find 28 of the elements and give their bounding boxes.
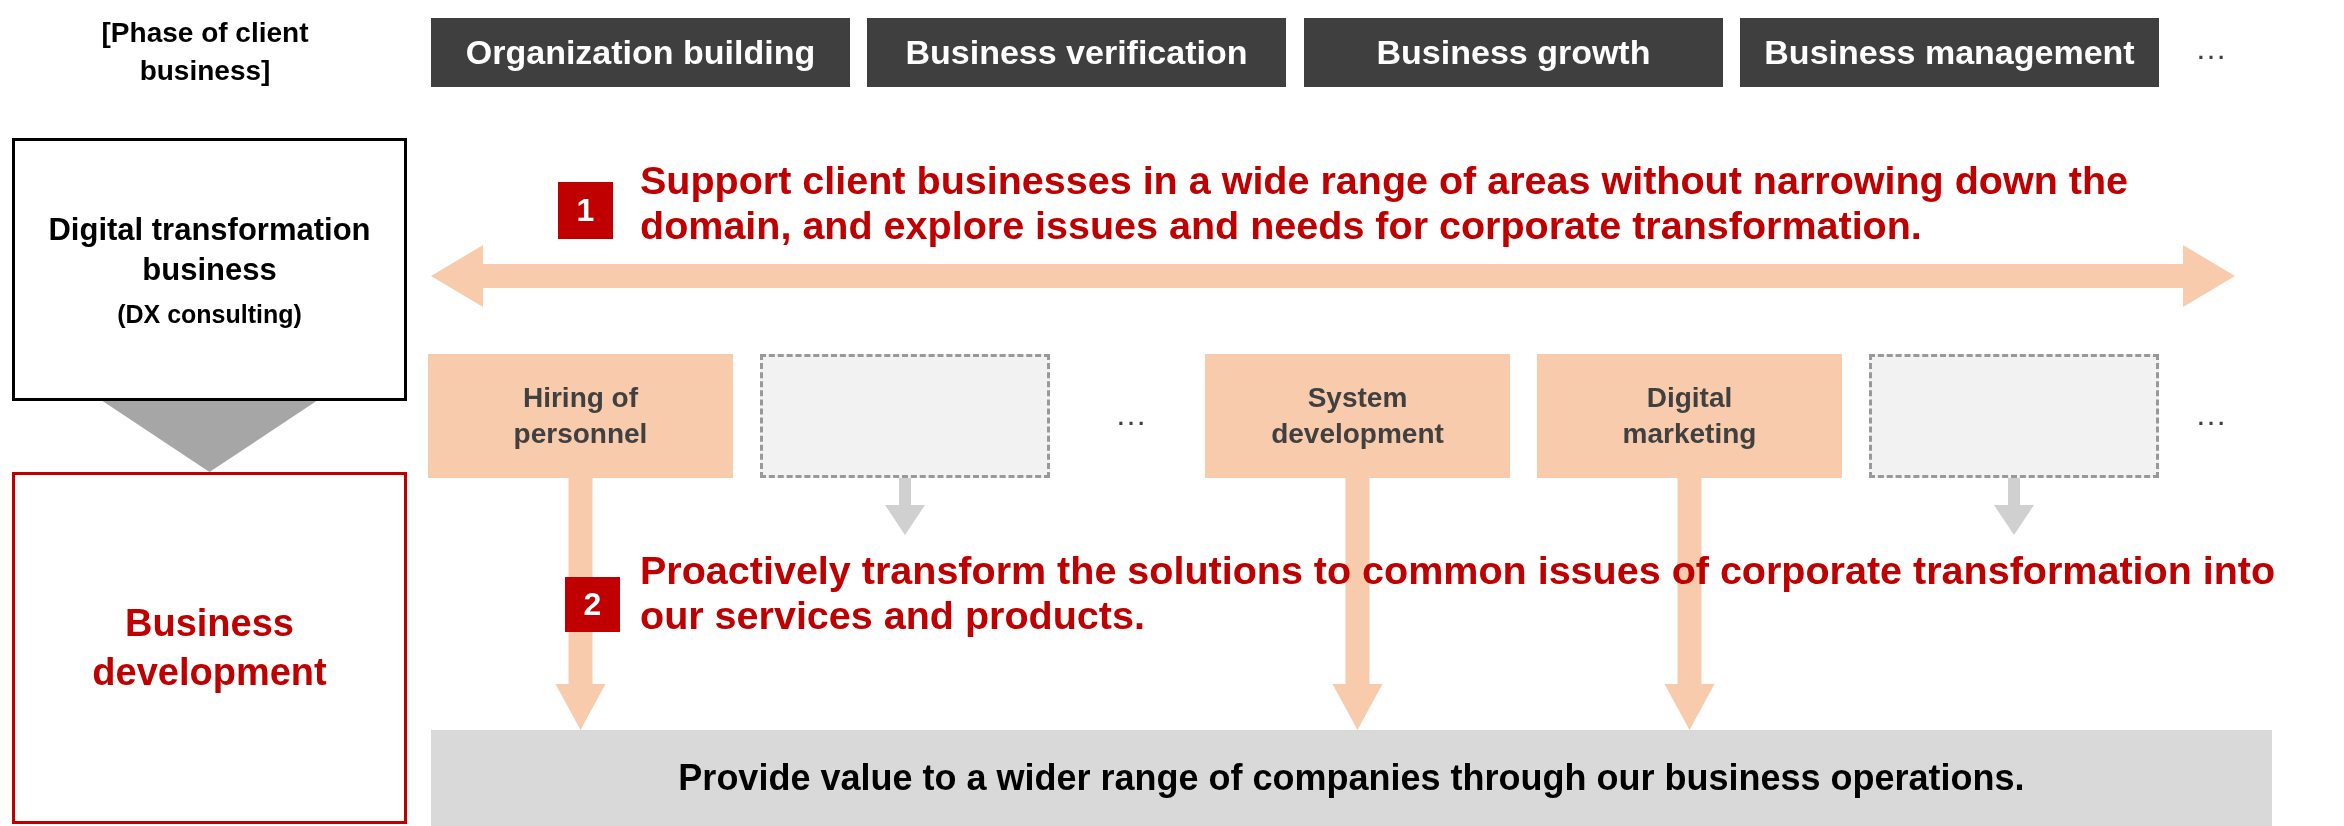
arrow <box>1994 478 2034 535</box>
number-badge: 1 <box>558 182 613 239</box>
solution-box: Digital marketing <box>1537 354 1842 478</box>
outcome-box <box>12 472 407 824</box>
heading-text: Support client businesses in a wide range of areas without narrowing down the domain, and explore issues and needs for corporate transformation. <box>640 158 2130 248</box>
value-band: Provide value to a wider range of companies through our business operations. <box>431 730 2272 826</box>
arrow <box>102 401 317 472</box>
box-subtitle: (DX consulting) <box>117 300 302 330</box>
number-badge: 2 <box>565 577 620 632</box>
ellipsis: … <box>1115 398 1147 430</box>
business-box <box>12 138 407 401</box>
box-title: Business development <box>91 600 328 695</box>
arrow <box>885 478 925 535</box>
phase-box: Business management <box>1740 18 2159 87</box>
phase-box: Business growth <box>1304 18 1723 87</box>
phase-box: Organization building <box>431 18 850 87</box>
ellipsis: … <box>2195 398 2227 430</box>
phase-box: Business verification <box>867 18 1286 87</box>
box-title: Digital transformation business <box>47 210 372 289</box>
ellipsis: … <box>2195 32 2227 64</box>
placeholder-box <box>760 354 1050 478</box>
solution-box: Hiring of personnel <box>428 354 733 478</box>
arrow <box>1664 478 1715 730</box>
row-label: [Phase of client business] <box>100 16 310 88</box>
placeholder-box <box>1869 354 2159 478</box>
arrow <box>1332 478 1383 730</box>
heading-text: Proactively transform the solutions to common issues of corporate transformation into our services and products. <box>640 548 2277 638</box>
solution-box: System development <box>1205 354 1510 478</box>
